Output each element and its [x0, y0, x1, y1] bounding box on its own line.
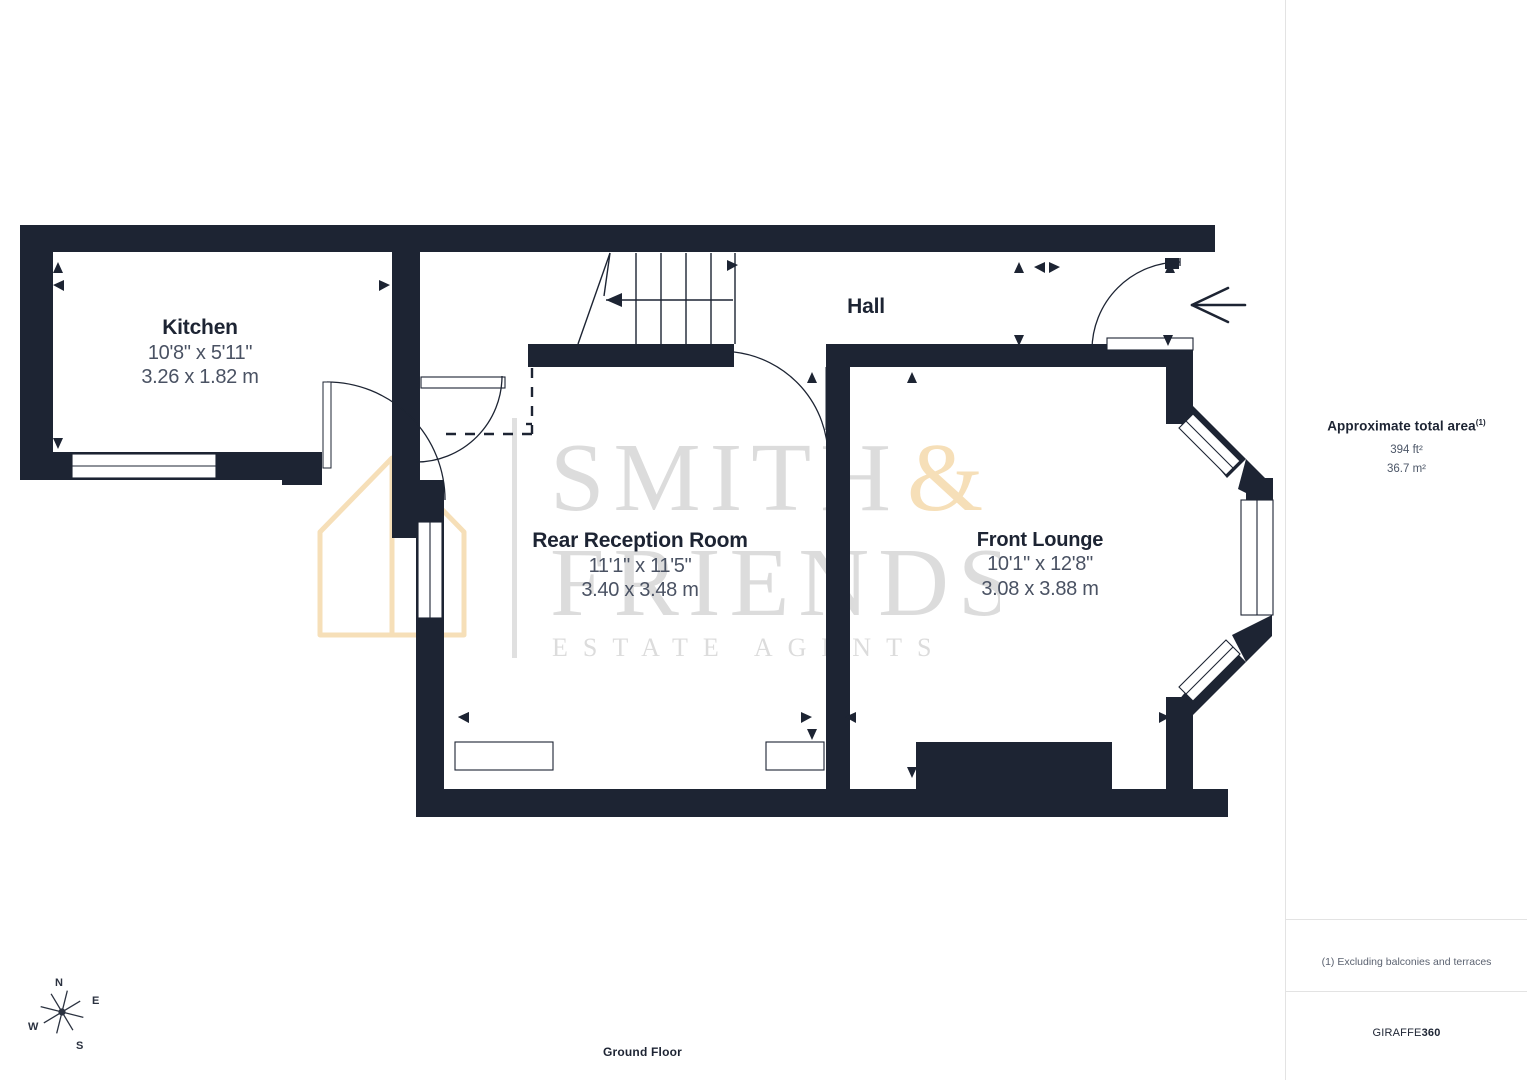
compass-south-label: S: [76, 1040, 83, 1052]
total-area-title-superscript: (1): [1475, 418, 1486, 427]
total-area-sqft: 394 ft²: [1390, 444, 1423, 456]
room-name-kitchen: Kitchen: [162, 316, 238, 339]
footnote-text: (1) Excluding balconies and terraces: [1321, 956, 1492, 968]
room-dim-metric-front-lounge: 3.08 x 3.88 m: [981, 577, 1099, 600]
room-name-front-lounge: Front Lounge: [976, 529, 1104, 551]
room-label-rear-reception: Rear Reception Room 11'1" x 11'5" 3.40 x…: [480, 528, 800, 602]
door-swings: [322, 258, 1181, 501]
compass-north-label: N: [55, 977, 63, 989]
floor-title: Ground Floor: [602, 1045, 683, 1059]
total-area-panel: Approximate total area(1) 394 ft² 36.7 m…: [1286, 0, 1527, 920]
entrance-direction-arrow: [1190, 286, 1247, 324]
room-dim-imperial-rear-reception: 11'1" x 11'5": [588, 554, 692, 577]
room-label-front-lounge: Front Lounge 10'1" x 12'8" 3.08 x 3.88 m: [920, 528, 1160, 601]
floorplan-canvas: SMITH & FRIENDS ESTATE AGENTS: [20, 225, 1274, 1059]
brand-prefix: GIRAFFE: [1372, 1027, 1422, 1039]
room-dim-imperial-kitchen: 10'8" x 5'11": [147, 341, 253, 364]
brand-suffix: 360: [1421, 1027, 1441, 1039]
room-name-hall: Hall: [847, 295, 885, 318]
brand-panel: GIRAFFE360: [1286, 992, 1527, 1080]
room-dim-imperial-front-lounge: 10'1" x 12'8": [987, 553, 1093, 576]
compass-east-label: E: [92, 995, 99, 1007]
footnote-panel: (1) Excluding balconies and terraces: [1286, 920, 1527, 992]
total-area-title: Approximate total area(1): [1286, 418, 1527, 434]
brand-giraffe360: GIRAFFE360: [1286, 1027, 1527, 1039]
windows: [71, 337, 1274, 771]
room-label-kitchen: Kitchen 10'8" x 5'11" 3.26 x 1.82 m: [60, 315, 340, 389]
room-name-rear-reception: Rear Reception Room: [532, 529, 748, 552]
room-dim-metric-kitchen: 3.26 x 1.82 m: [141, 366, 259, 388]
compass-west-label: W: [28, 1021, 39, 1033]
total-area-sqm: 36.7 m²: [1387, 463, 1426, 475]
understairs-cupboard-dashed: [446, 368, 534, 436]
room-label-hall: Hall: [786, 294, 946, 320]
room-dim-metric-rear-reception: 3.40 x 3.48 m: [581, 579, 699, 601]
total-area-title-text: Approximate total area: [1327, 418, 1476, 434]
dimension-ticks: [53, 260, 1175, 778]
compass-rose: N E S W: [22, 968, 132, 1058]
info-sidebar: Approximate total area(1) 394 ft² 36.7 m…: [1285, 0, 1527, 1080]
staircase: [577, 252, 736, 345]
floorplan-drawing: [20, 225, 1274, 817]
